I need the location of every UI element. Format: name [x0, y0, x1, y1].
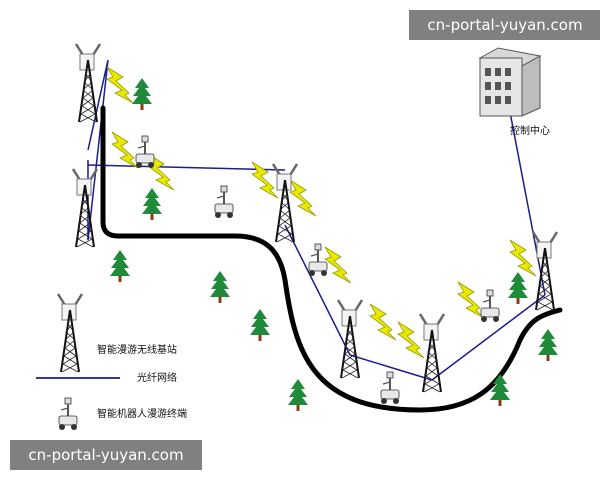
tree-icon — [288, 379, 308, 411]
lightning-icon — [289, 179, 317, 217]
control-center-label: 控制中心 — [510, 124, 550, 137]
fiber-link — [87, 164, 286, 171]
robot-terminal-icon — [308, 243, 328, 277]
legend-robot-icon — [58, 397, 78, 431]
robot-terminal-icon — [380, 371, 400, 405]
legend: 智能漫游无线基站 光纤网络 智能机器人漫游终端 — [36, 292, 187, 431]
robot-terminal-icon — [214, 185, 234, 219]
legend-robot-label: 智能机器人漫游终端 — [97, 407, 187, 420]
legend-base-station-icon — [56, 292, 84, 374]
road — [100, 105, 563, 413]
lightning-icon — [397, 321, 425, 359]
lightning-icon — [111, 131, 139, 169]
tree-icon — [132, 78, 152, 110]
lightning-icon — [106, 66, 134, 104]
robot-terminal-icon — [135, 135, 155, 169]
tree-icon — [490, 374, 510, 406]
tree-icon — [210, 271, 230, 303]
antenna-tower-icon — [71, 167, 99, 249]
tree-icon — [142, 188, 162, 220]
fiber-link — [509, 111, 546, 296]
lightning-icon — [509, 239, 537, 277]
watermark-bottom: cn-portal-yuyan.com — [10, 440, 202, 470]
legend-base-station-label: 智能漫游无线基站 — [97, 343, 177, 356]
tree-icon — [508, 272, 528, 304]
legend-fiber-label: 光纤网络 — [137, 371, 177, 384]
tree-icon — [110, 250, 130, 282]
lightning-icon — [324, 246, 352, 284]
fiber-link — [349, 354, 433, 381]
watermark-top: cn-portal-yuyan.com — [409, 10, 600, 40]
building-icon — [478, 47, 542, 117]
lightning-icon — [369, 303, 397, 341]
robot-terminal-icon — [480, 289, 500, 323]
antenna-tower-icon — [271, 162, 299, 244]
fiber-link — [87, 59, 109, 241]
antenna-tower-icon — [418, 312, 446, 394]
lightning-icon — [457, 281, 485, 319]
fiber-link — [431, 294, 546, 381]
tree-icon — [250, 309, 270, 341]
tree-icon — [538, 329, 558, 361]
fiber-link — [284, 224, 351, 356]
antenna-tower-icon — [531, 230, 559, 312]
